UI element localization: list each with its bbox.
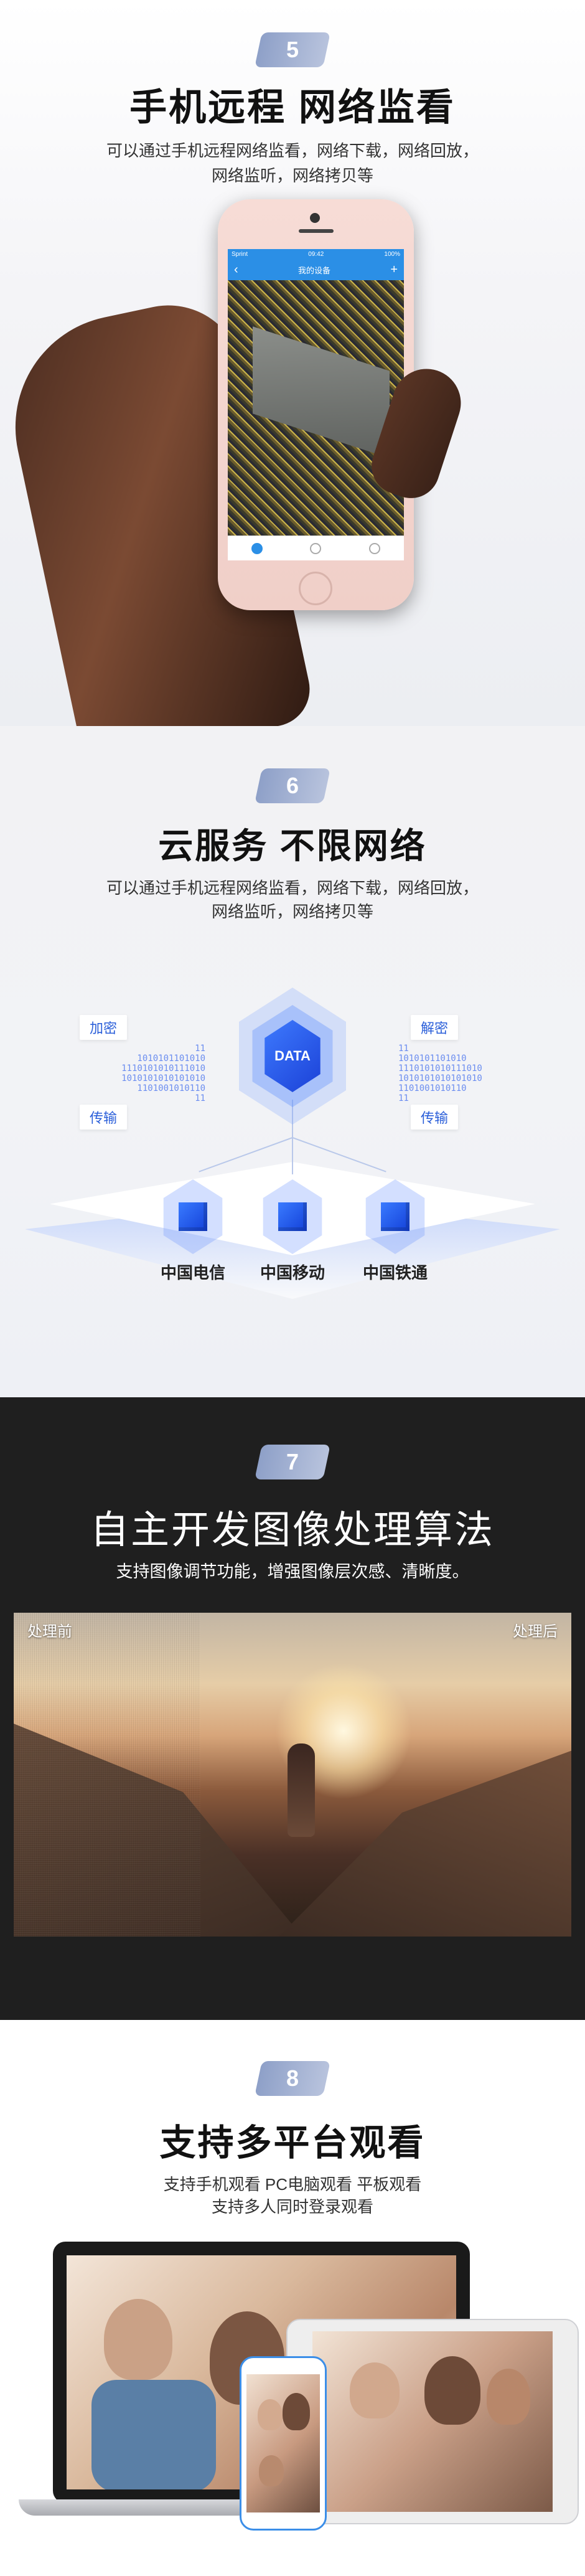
- comparison-photo: 处理前 处理后: [14, 1613, 571, 1937]
- tablet-mockup: [286, 2319, 579, 2524]
- section-multi-platform: 8 支持多平台观看 支持手机观看 PC电脑观看 平板观看 支持多人同时登录观看: [0, 2020, 585, 2576]
- step-number: 6: [286, 773, 299, 798]
- section-subtitle-line-1: 支持手机观看 PC电脑观看 平板观看: [163, 2175, 422, 2194]
- encrypt-tag: 加密: [80, 1015, 128, 1040]
- phone-mockup: [240, 2356, 327, 2531]
- section-subtitle-line-2: 网络监听，网络拷贝等: [211, 902, 373, 921]
- binary-stream-left: 11 1010101101010 1110101010111010 101010…: [121, 1044, 205, 1103]
- app-title: 我的设备: [297, 265, 330, 275]
- carrier-label: 中国铁通: [362, 1263, 428, 1282]
- transfer-tag-left: 传输: [80, 1105, 128, 1130]
- clock-text: 09:42: [308, 250, 324, 258]
- section-cloud-service: 6 云服务 不限网络 可以通过手机远程网络监看，网络下载，网络回放， 网络监听，…: [0, 726, 585, 1397]
- person-figure: [288, 1743, 315, 1837]
- section-subtitle-line-2: 支持多人同时登录观看: [211, 2197, 373, 2216]
- data-hub-label: DATA: [274, 1048, 311, 1064]
- section-title: 云服务 不限网络: [158, 826, 427, 866]
- home-button[interactable]: [299, 572, 332, 605]
- child-figure: [350, 2362, 400, 2418]
- video-road-area: [253, 326, 390, 458]
- binary-stream-right: 11 1010101101010 1110101010111010 101010…: [398, 1044, 482, 1103]
- carrier-text: Sprint: [232, 250, 248, 258]
- phone-screen: Sprint 09:42 100% ‹ 我的设备 +: [228, 249, 404, 560]
- carrier-label: 中国移动: [260, 1263, 325, 1282]
- step-badge: 6: [255, 768, 330, 803]
- tab-bar: [228, 535, 404, 560]
- after-label: 处理后: [513, 1623, 558, 1640]
- section-title: 手机远程 网络监看: [129, 87, 456, 128]
- section-title: 自主开发图像处理算法: [90, 1509, 495, 1552]
- adult-figure: [424, 2356, 480, 2425]
- child-figure: [259, 2455, 284, 2486]
- section-subtitle: 支持图像调节功能，增强图像层次感、清晰度。: [116, 1562, 469, 1581]
- before-label: 处理前: [27, 1623, 72, 1640]
- speaker-grille: [299, 229, 334, 233]
- cube-icon: [278, 1202, 307, 1231]
- cube-icon: [179, 1202, 207, 1231]
- back-icon[interactable]: ‹: [234, 262, 238, 276]
- carrier-label: 中国电信: [160, 1263, 225, 1282]
- clothing-shape: [91, 2380, 216, 2489]
- app-header: ‹ 我的设备 +: [228, 259, 404, 280]
- live-video-feed[interactable]: [228, 280, 404, 535]
- step-number: 5: [286, 37, 299, 62]
- step-number: 8: [286, 2065, 299, 2091]
- section-subtitle-line-1: 可以通过手机远程网络监看，网络下载，网络回放，: [106, 879, 479, 897]
- step-badge: 8: [255, 2061, 330, 2096]
- transfer-tag-right: 传输: [411, 1105, 459, 1130]
- cube-icon: [381, 1202, 410, 1231]
- tab-profile-icon[interactable]: [368, 542, 380, 554]
- decrypt-tag: 解密: [411, 1015, 459, 1040]
- data-hub-core: DATA: [264, 1020, 321, 1092]
- child-figure: [258, 2399, 283, 2430]
- battery-text: 100%: [384, 250, 400, 258]
- tab-home-icon[interactable]: [251, 542, 263, 554]
- child-figure: [487, 2369, 530, 2425]
- camera-icon: [310, 213, 320, 223]
- section-image-processing: 7 自主开发图像处理算法 支持图像调节功能，增强图像层次感、清晰度。 处理前 处…: [0, 1397, 585, 2020]
- section-title: 支持多平台观看: [159, 2123, 426, 2163]
- section-subtitle-line-1: 可以通过手机远程网络监看，网络下载，网络回放，: [106, 141, 479, 160]
- smartphone-mockup: Sprint 09:42 100% ‹ 我的设备 +: [218, 199, 414, 610]
- section-subtitle-line-2: 网络监听，网络拷贝等: [211, 166, 373, 185]
- add-icon[interactable]: +: [390, 262, 398, 276]
- section-remote-monitoring: 5 手机远程 网络监看 可以通过手机远程网络监看，网络下载，网络回放， 网络监听…: [0, 0, 585, 726]
- connector-line: [292, 1100, 293, 1174]
- tablet-screen: [312, 2331, 553, 2512]
- step-number: 7: [286, 1449, 299, 1474]
- step-badge: 5: [255, 32, 330, 67]
- tab-media-icon[interactable]: [310, 542, 322, 554]
- status-bar: Sprint 09:42 100%: [228, 249, 404, 259]
- child-figure: [104, 2299, 172, 2380]
- step-badge: 7: [255, 1445, 330, 1479]
- adult-figure: [283, 2393, 310, 2430]
- phone-screen: [246, 2374, 320, 2512]
- noise-overlay: [14, 1613, 200, 1937]
